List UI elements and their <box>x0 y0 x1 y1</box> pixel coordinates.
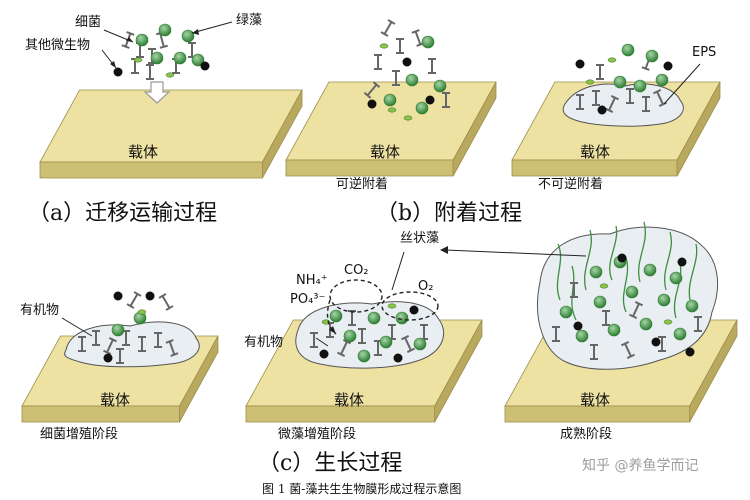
carrier-label-b1: 载体 <box>370 143 400 161</box>
algae-cluster <box>135 23 205 67</box>
panel-a: 细菌 绿藻 其他微生物 <box>25 13 262 104</box>
carrier-block-a-front <box>39 161 263 179</box>
label-filamentous-algae: 丝状藻 <box>400 231 439 246</box>
panel-b2: EPS <box>562 43 716 127</box>
carrier-block-c1-side <box>179 335 219 423</box>
label-o2: O₂ <box>418 279 433 294</box>
carrier-block-c3-side <box>689 319 738 423</box>
carrier-block-c2-side <box>434 319 483 423</box>
panel-c3: 丝状藻 <box>400 221 719 370</box>
label-organic-matter-c2: 有机物 <box>244 335 283 350</box>
section-title-a: （a）迁移运输过程 <box>28 201 217 226</box>
caption-bacterial-stage: 细菌增殖阶段 <box>40 426 118 442</box>
label-nh4: NH₄⁺ <box>296 273 328 288</box>
label-organic-matter-c1: 有机物 <box>20 303 59 318</box>
carrier-label-b2: 载体 <box>580 143 610 161</box>
carrier-block-a-side <box>261 89 303 179</box>
carrier-block-a-top <box>39 89 303 163</box>
section-title-c: （c）生长过程 <box>258 451 402 476</box>
watermark: 知乎 @养鱼学而记 <box>582 457 698 474</box>
label-po4: PO₄³⁻ <box>290 292 325 307</box>
carrier-label-c1: 载体 <box>100 391 130 409</box>
carrier-block-b1-front <box>285 159 454 177</box>
carrier-label-c3: 载体 <box>580 391 610 409</box>
carrier-label-a: 载体 <box>128 143 158 161</box>
label-algae: 绿藻 <box>236 13 262 28</box>
carrier-block-b2-front <box>511 159 678 177</box>
carrier-block-b2-side <box>676 81 721 177</box>
panel-c2: NH₄⁺ PO₄³⁻ CO₂ O₂ 有机物 <box>244 251 444 369</box>
section-title-b: （b）附着过程 <box>376 201 522 226</box>
panel-c1: 有机物 <box>20 290 200 368</box>
label-eps: EPS <box>692 45 716 60</box>
caption-reversible: 可逆附着 <box>336 176 388 192</box>
filaments <box>556 221 698 321</box>
caption-irreversible: 不可逆附着 <box>538 176 603 192</box>
carrier-block-b1-side <box>452 81 497 177</box>
carrier-label-c2: 载体 <box>334 391 364 409</box>
label-other-microbes: 其他微生物 <box>25 38 90 53</box>
arrow-down-icon <box>143 81 171 104</box>
caption-microalgae-stage: 微藻增殖阶段 <box>278 426 356 442</box>
figure-caption: 图 1 菌-藻共生生物膜形成过程示意图 <box>262 481 461 496</box>
caption-mature-stage: 成熟阶段 <box>560 426 612 442</box>
label-bacteria: 细菌 <box>75 15 101 30</box>
label-co2: CO₂ <box>344 263 369 278</box>
